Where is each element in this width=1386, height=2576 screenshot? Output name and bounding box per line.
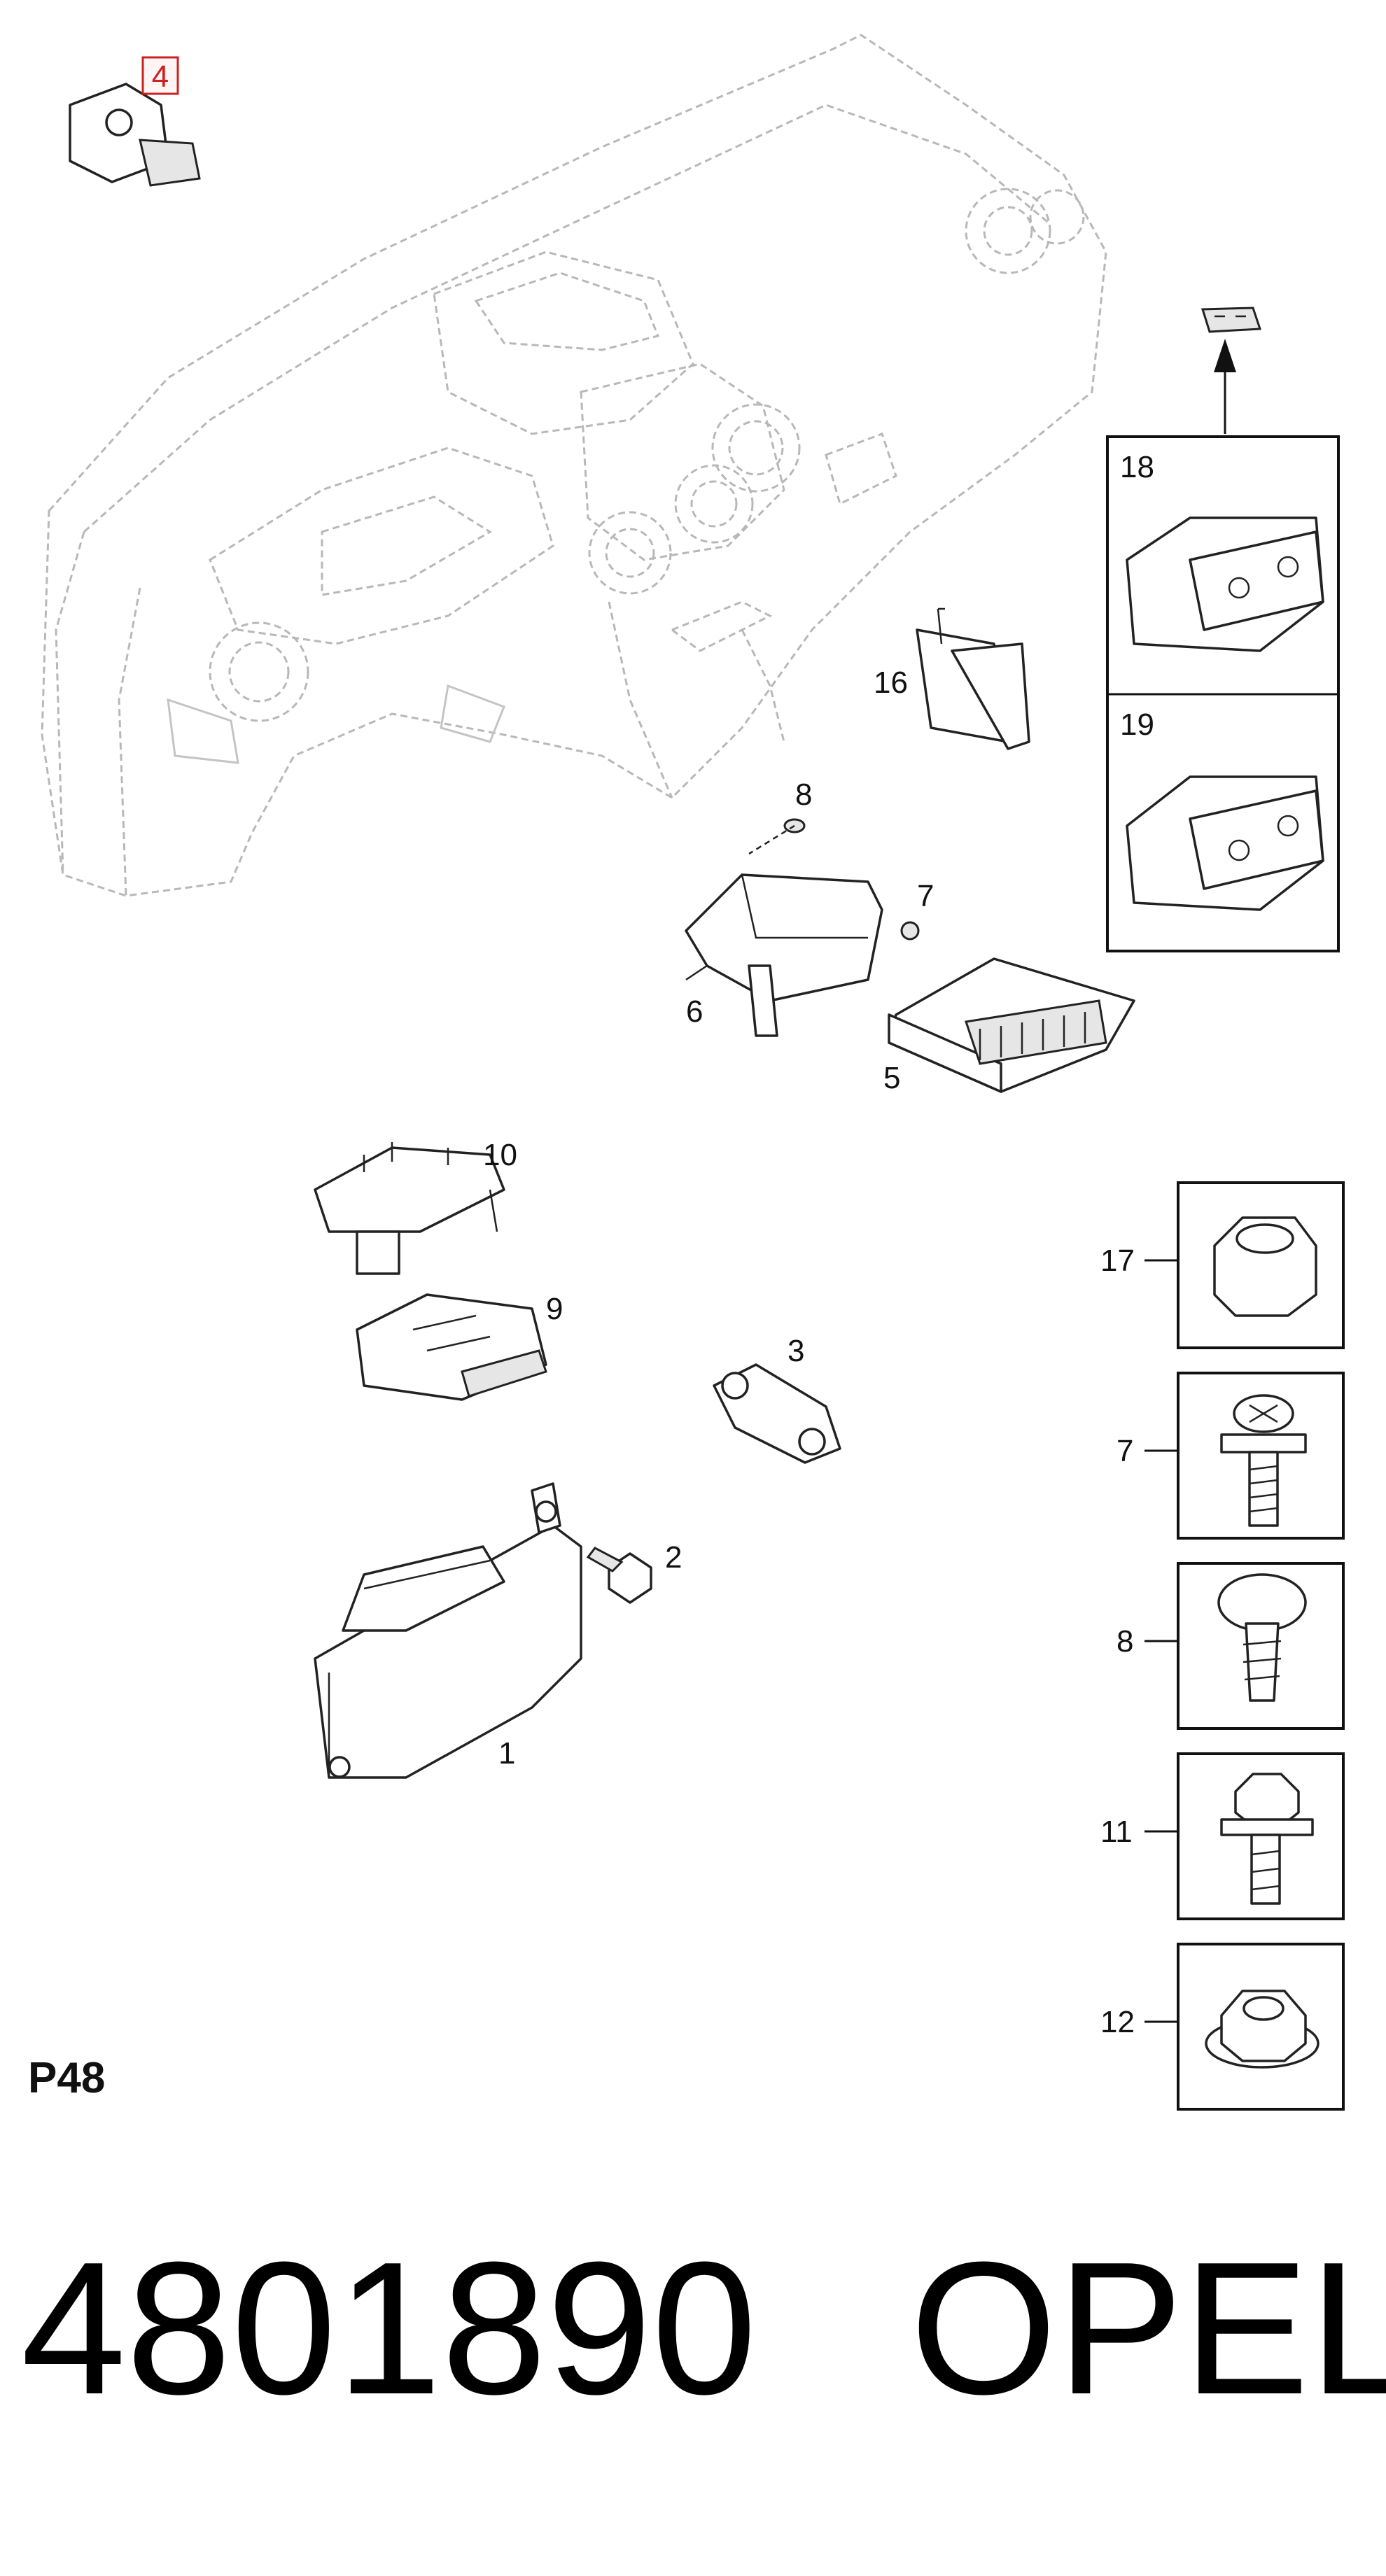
callout-6: 6 [686,994,703,1029]
part-1-control-unit [314,1482,582,1779]
part-18-switch [1126,516,1324,652]
part-number: 4801890 [21,2223,757,2434]
callout-5: 5 [883,1061,900,1095]
part-5-control-unit [888,957,1135,1093]
callout-4-box [141,56,179,95]
arrow-to-switch [1214,339,1236,434]
callout-2: 2 [665,1540,682,1575]
brand-name: OPEL [910,2223,1386,2434]
fastener-11-bolt [1144,1752,1345,1920]
part-19-switch [1126,775,1324,911]
part-4-impact-sensor [69,56,201,187]
fastener-7-screw [1144,1372,1345,1540]
callout-18: 18 [1120,450,1154,484]
fastener-17-nut [1144,1181,1345,1349]
dashboard-ghost-outline [41,34,1107,897]
part-8-clip-small [748,818,806,855]
callout-7-side: 7 [1116,1434,1133,1468]
part-2-bolt [586,1547,652,1604]
part-6-bracket [685,873,883,1037]
part-switch-connector [1200,307,1262,333]
part-10-bracket [314,1142,505,1275]
callout-3: 3 [788,1334,804,1368]
callout-19: 19 [1120,708,1154,742]
callout-11-side: 11 [1100,1815,1133,1849]
switch-variant-frame [1106,435,1340,952]
callout-8-side: 8 [1116,1624,1133,1659]
part-16-module [916,607,1030,750]
fastener-8-clip [1144,1562,1345,1730]
callout-16: 16 [874,666,908,700]
callout-8: 8 [795,777,812,812]
part-7-screw-small [900,921,920,941]
callout-4: 4 [152,59,169,94]
callout-1: 1 [498,1736,515,1771]
part-9-module [356,1293,547,1401]
callout-7: 7 [917,879,934,913]
callout-9: 9 [546,1292,563,1326]
callout-17-side: 17 [1100,1244,1135,1278]
page-code: P48 [28,2054,105,2102]
callout-10: 10 [483,1138,517,1172]
fastener-12-flange-nut [1144,1943,1345,2111]
callout-12-side: 12 [1100,2005,1135,2039]
part-3-sensor [713,1363,841,1464]
